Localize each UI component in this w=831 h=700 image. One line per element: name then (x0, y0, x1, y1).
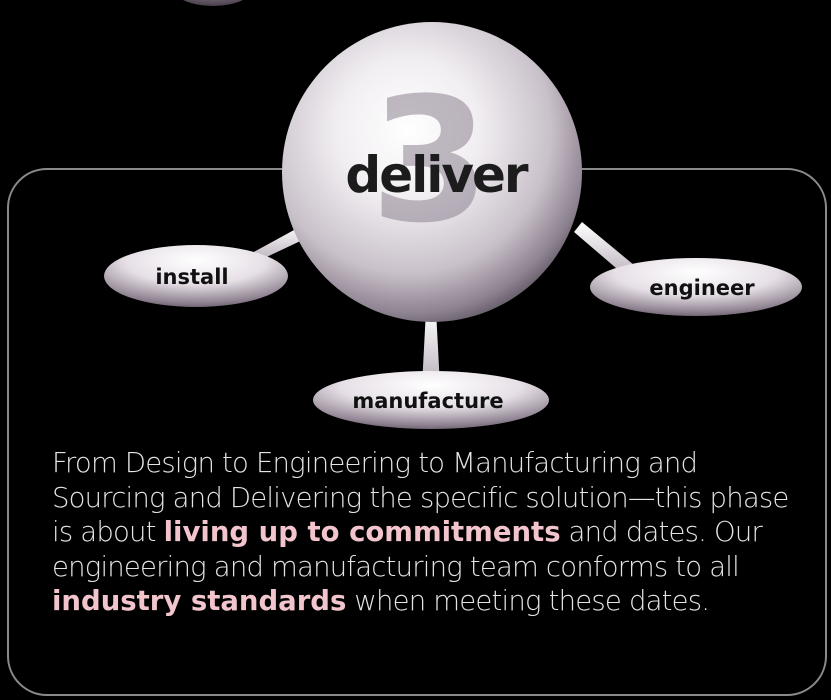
highlight-commitments: living up to commitments (163, 516, 561, 548)
install-oval (104, 245, 288, 307)
manufacture-label: manufacture (352, 389, 503, 413)
phase-number: 3 (370, 60, 490, 261)
engineer-connector (574, 222, 640, 280)
description-text-1: From Design to Engineering to Manufactur… (52, 447, 789, 548)
deliver-diagram: 3 deliver install engineer manufacture (104, 0, 802, 429)
deliver-hub-sphere (282, 22, 582, 322)
install-label: install (155, 265, 228, 289)
manufacture-connector (422, 310, 440, 386)
manufacture-node: manufacture (313, 371, 549, 429)
engineer-oval (590, 258, 802, 316)
phase-description: From Design to Engineering to Manufactur… (52, 446, 812, 619)
description-text-2: and dates. Our engineering and manufactu… (52, 516, 763, 583)
hub-label: deliver (345, 146, 528, 204)
engineer-node: engineer (590, 258, 802, 316)
engineer-label: engineer (649, 276, 755, 300)
install-node: install (104, 245, 288, 307)
highlight-industry-standards: industry standards (52, 585, 347, 617)
description-text-3: when meeting these dates. (346, 585, 710, 617)
manufacture-oval (313, 371, 549, 429)
previous-phase-oval (183, 0, 243, 6)
